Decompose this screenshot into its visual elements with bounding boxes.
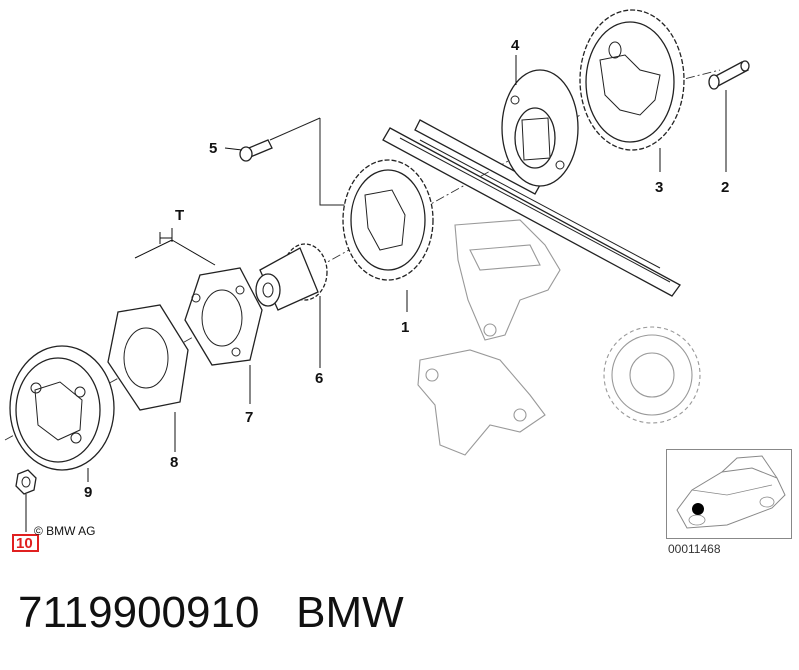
brand-name: BMW — [296, 588, 404, 637]
location-marker-icon — [692, 503, 704, 515]
part-6-gear-hub — [255, 243, 328, 311]
callout-9: 9 — [84, 484, 92, 501]
bolt-axis-2 — [269, 117, 321, 141]
callout-5: 5 — [209, 140, 217, 157]
callout-10: 10 — [16, 535, 33, 552]
exploded-parts-diagram: T 1 2 3 4 5 6 7 8 9 — [4, 9, 750, 532]
chain-guide-rail — [417, 349, 546, 456]
copyright-notice: © BMW AG — [34, 524, 96, 538]
part-number: 7119900910 — [18, 588, 260, 637]
callout-6: 6 — [315, 370, 323, 387]
vehicle-location-inset — [666, 449, 792, 539]
part-7-plate — [184, 267, 263, 366]
part-8-disc — [107, 304, 189, 411]
crankshaft-sprocket — [603, 326, 701, 424]
part-9-cover — [9, 345, 115, 471]
car-outline-icon — [676, 455, 786, 529]
timing-chain — [382, 119, 681, 297]
chain-tensioner — [454, 219, 561, 341]
highlighted-callout-10: 10 — [12, 534, 39, 552]
dimension-t-label: T — [175, 207, 184, 224]
part-5-bolt — [239, 139, 273, 162]
part-title: 7119900910 BMW — [18, 588, 404, 638]
callout-3: 3 — [655, 179, 663, 196]
callout-7: 7 — [245, 409, 253, 426]
part-4-hub-flange — [501, 69, 579, 187]
callout-4: 4 — [511, 37, 520, 54]
part-3-camshaft-sprocket — [579, 9, 685, 151]
part-1-sprocket — [342, 159, 434, 281]
callout-1: 1 — [401, 319, 409, 336]
dimension-t: T — [134, 207, 216, 266]
leader-5 — [224, 147, 243, 151]
callout-2: 2 — [721, 179, 729, 196]
callout-8: 8 — [170, 454, 178, 471]
inset-diagram-code: 00011468 — [668, 542, 721, 556]
part-2-stud — [708, 60, 750, 90]
part-10-nut — [15, 469, 37, 495]
